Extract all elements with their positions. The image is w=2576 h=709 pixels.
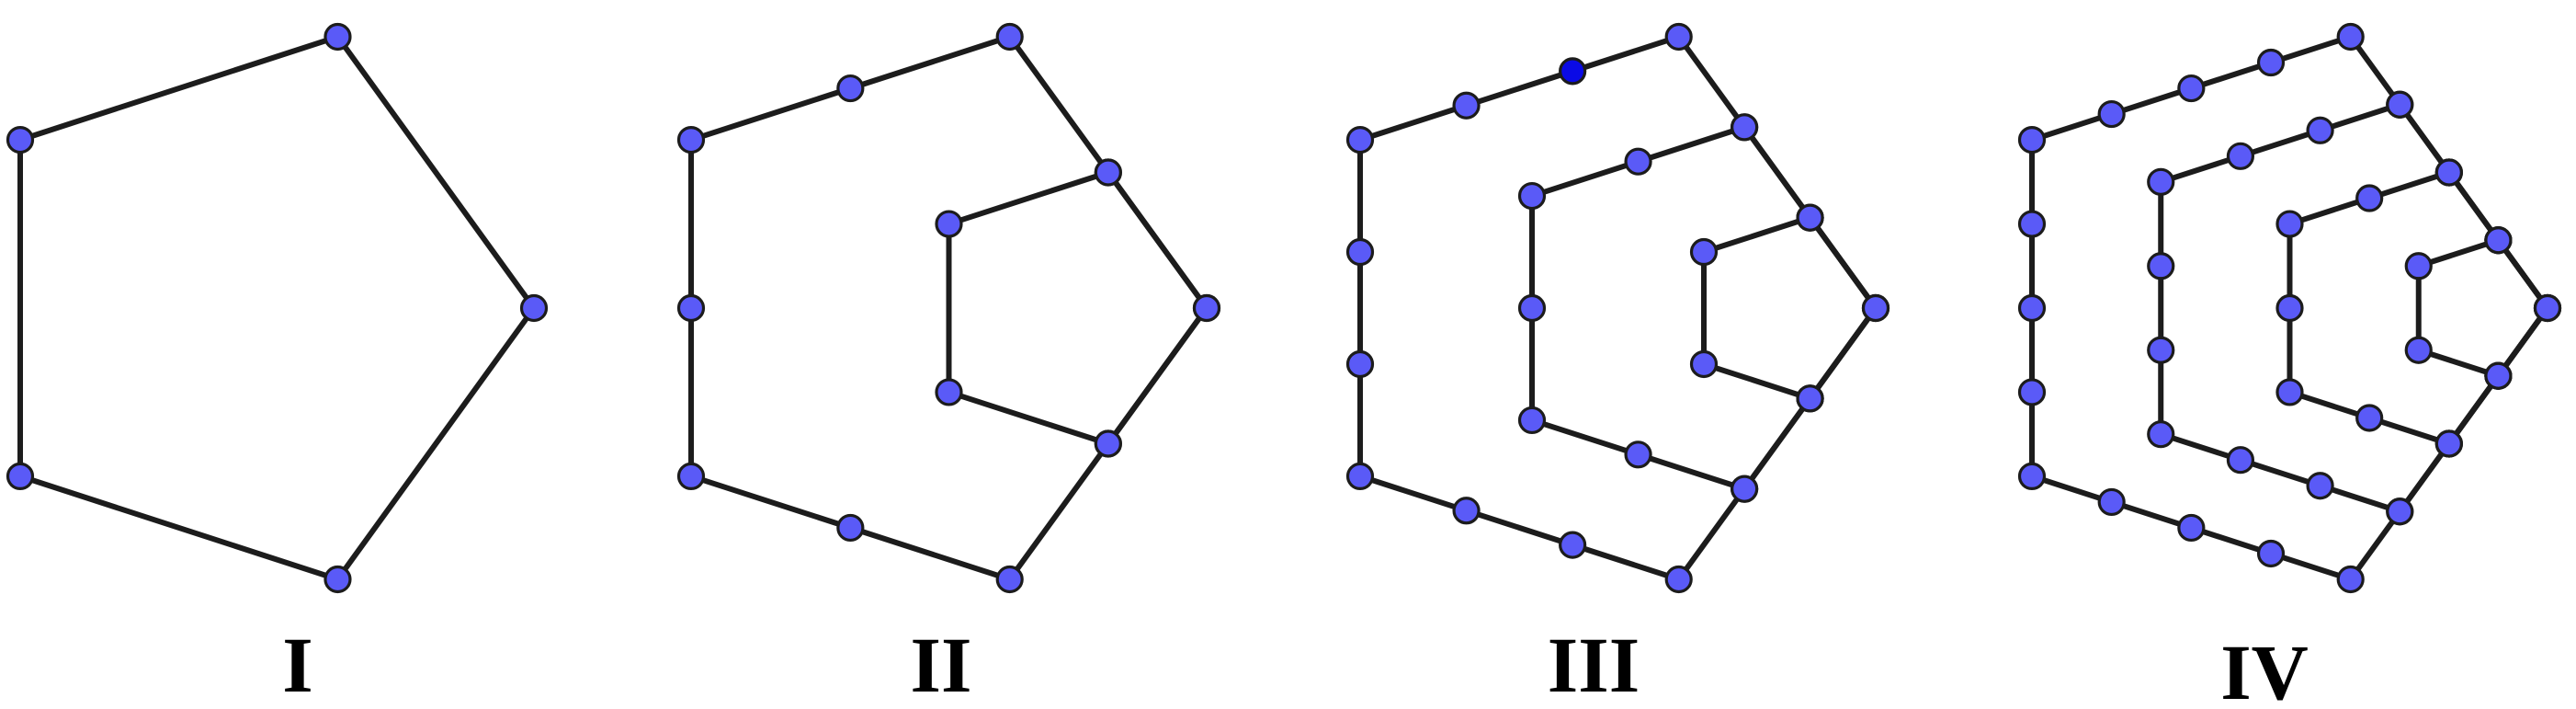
vertex-node bbox=[1559, 57, 1587, 86]
vertex-node bbox=[6, 462, 35, 491]
vertex-node bbox=[2275, 293, 2304, 323]
vertex-node bbox=[2256, 539, 2286, 568]
edge bbox=[2415, 237, 2502, 269]
vertex-node bbox=[2434, 158, 2463, 187]
panel-iii-label: III bbox=[1548, 621, 1640, 709]
panel-i-label: I bbox=[282, 621, 312, 709]
vertex-node bbox=[1517, 181, 1547, 211]
vertex-node bbox=[2177, 513, 2206, 543]
vertex-node bbox=[519, 293, 549, 323]
vertex-node bbox=[1517, 406, 1547, 435]
vertex-node bbox=[1861, 293, 1890, 323]
vertex-node bbox=[1345, 462, 1375, 491]
vertex-node bbox=[836, 513, 865, 543]
edge bbox=[335, 305, 537, 582]
vertex-node bbox=[2306, 116, 2334, 144]
vertex-node bbox=[2355, 404, 2384, 432]
edge bbox=[1701, 360, 1813, 402]
edge bbox=[2158, 431, 2403, 515]
edge bbox=[1675, 34, 1878, 311]
vertex-node bbox=[2147, 252, 2175, 280]
vertex-node bbox=[2386, 90, 2414, 119]
vertex-node bbox=[1624, 147, 1652, 176]
vertex-node bbox=[2226, 142, 2255, 170]
vertex-node bbox=[1345, 126, 1375, 154]
panel-ii-label: II bbox=[911, 621, 972, 709]
vertex-node bbox=[676, 462, 706, 491]
vertex-node bbox=[2484, 226, 2513, 255]
vertex-node bbox=[2306, 472, 2334, 500]
vertex-node bbox=[836, 74, 865, 103]
edge bbox=[946, 389, 1111, 447]
vertex-node bbox=[2097, 487, 2126, 517]
vertex-node bbox=[2336, 22, 2365, 51]
vertex-node bbox=[1192, 293, 1221, 323]
panel-ii: II bbox=[676, 22, 1221, 709]
vertex-node bbox=[676, 126, 706, 154]
vertex-node bbox=[1517, 293, 1547, 323]
vertex-node bbox=[2275, 210, 2304, 238]
vertex-node bbox=[1452, 91, 1481, 120]
vertex-node bbox=[1731, 113, 1759, 142]
panel-iii: III bbox=[1345, 22, 1890, 709]
vertex-node bbox=[2226, 446, 2255, 475]
edge bbox=[2415, 347, 2502, 379]
vertex-node bbox=[2336, 565, 2365, 594]
vertex-node bbox=[2017, 462, 2047, 491]
vertex-node bbox=[2017, 293, 2047, 323]
vertex-node bbox=[2017, 126, 2047, 154]
vertex-node bbox=[6, 126, 35, 154]
vertex-node bbox=[1094, 429, 1122, 458]
panel-iv-label: IV bbox=[2220, 628, 2309, 709]
vertex-node bbox=[2147, 336, 2175, 364]
vertex-node bbox=[1796, 384, 1824, 413]
vertex-node bbox=[1345, 237, 1375, 267]
vertex-node bbox=[2147, 167, 2175, 196]
vertex-node bbox=[2256, 48, 2286, 77]
vertex-node bbox=[2275, 378, 2304, 406]
vertex-node bbox=[1731, 475, 1759, 503]
vertex-node bbox=[1689, 349, 1719, 379]
vertex-node bbox=[2386, 497, 2414, 526]
vertex-node bbox=[1689, 237, 1719, 267]
vertex-node bbox=[1094, 158, 1122, 187]
vertex-node bbox=[2484, 361, 2513, 390]
edge bbox=[2158, 101, 2403, 185]
edge bbox=[1701, 214, 1813, 256]
edge bbox=[946, 169, 1111, 227]
vertex-node bbox=[2434, 429, 2463, 458]
edge bbox=[17, 34, 341, 143]
vertex-node bbox=[323, 22, 352, 51]
vertex-node bbox=[1624, 440, 1652, 469]
vertex-node bbox=[1664, 565, 1693, 594]
vertex-node bbox=[2355, 184, 2384, 212]
panel-i: I bbox=[6, 22, 549, 709]
vertex-node bbox=[2017, 210, 2047, 238]
vertex-node bbox=[2017, 378, 2047, 406]
vertex-node bbox=[1664, 22, 1693, 51]
vertex-node bbox=[1345, 349, 1375, 379]
edge bbox=[17, 473, 341, 582]
vertex-node bbox=[2404, 336, 2433, 364]
vertex-node bbox=[995, 22, 1024, 51]
vertex-node bbox=[995, 565, 1024, 594]
vertex-node bbox=[1559, 531, 1587, 559]
vertex-node bbox=[2097, 99, 2126, 129]
vertex-node bbox=[676, 293, 706, 323]
vertex-node bbox=[935, 210, 963, 238]
edge bbox=[1357, 473, 1682, 582]
vertex-node bbox=[2177, 74, 2206, 103]
vertex-node bbox=[1796, 203, 1824, 232]
edge bbox=[335, 34, 537, 311]
vertex-node bbox=[2533, 293, 2562, 323]
vertex-node bbox=[1452, 497, 1481, 525]
edge bbox=[1675, 305, 1878, 582]
vertex-node bbox=[935, 378, 963, 406]
vertex-node bbox=[2404, 252, 2433, 280]
vertex-node bbox=[2147, 420, 2175, 449]
edge bbox=[1357, 34, 1682, 143]
vertex-node bbox=[323, 565, 352, 594]
panel-iv: IV bbox=[2017, 22, 2562, 709]
